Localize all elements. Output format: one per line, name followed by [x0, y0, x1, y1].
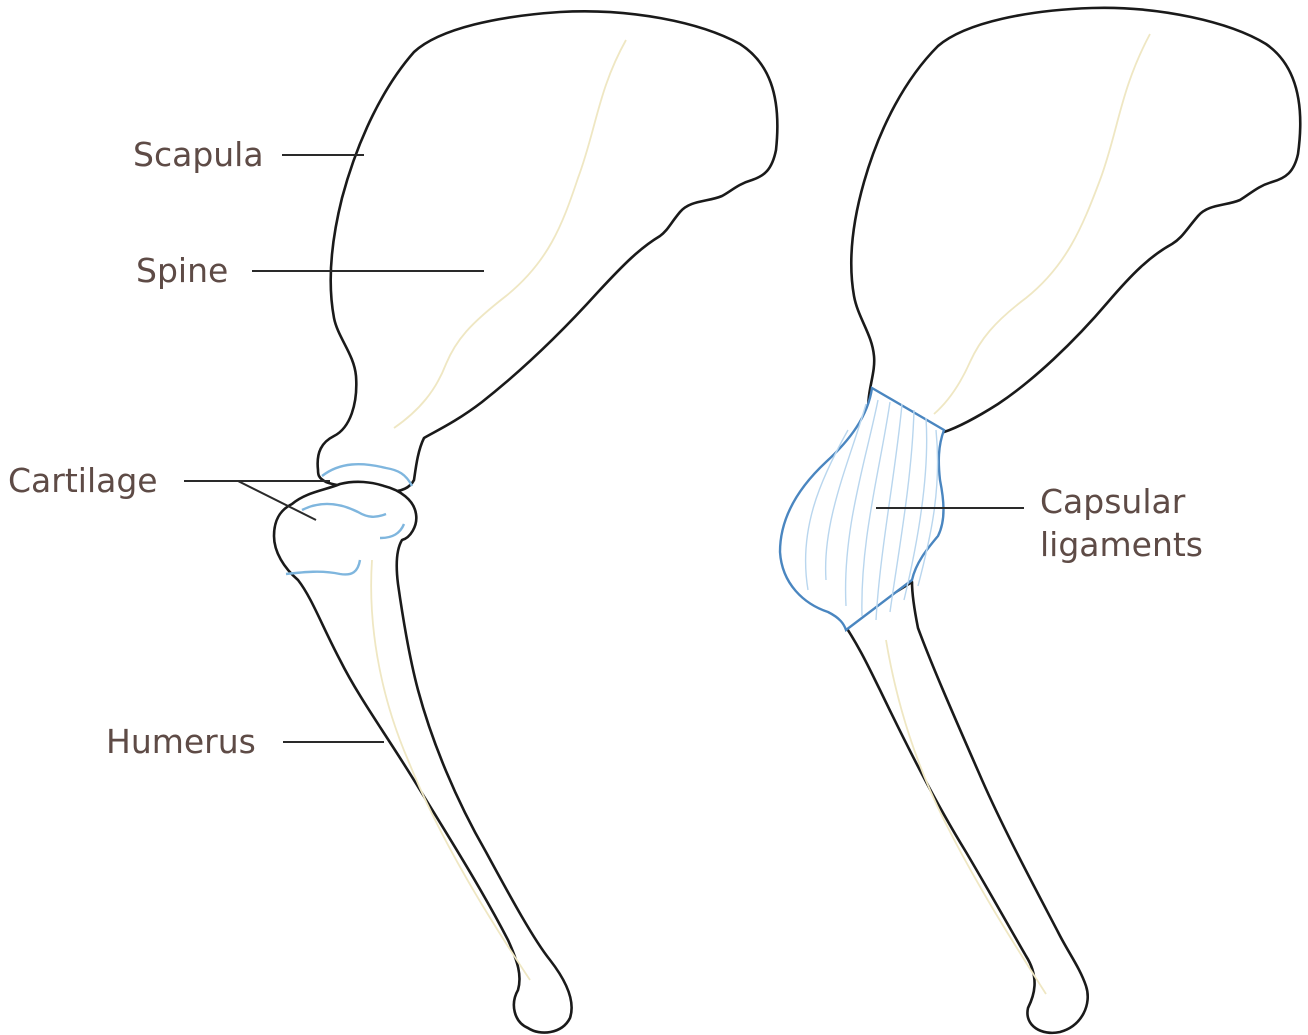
right-scapula: [851, 8, 1300, 432]
label-humerus: Humerus: [106, 722, 256, 761]
right-figure: Capsular ligaments: [780, 8, 1300, 1033]
left-scapula: [318, 11, 778, 492]
label-ligaments: ligaments: [1040, 525, 1203, 564]
label-spine: Spine: [136, 251, 228, 290]
left-humerus: [274, 482, 572, 1033]
label-capsular: Capsular: [1040, 482, 1186, 521]
left-figure: Scapula Spine Cartilage Humerus: [8, 11, 777, 1032]
label-scapula: Scapula: [133, 135, 264, 174]
right-humerus: [844, 582, 1088, 1033]
label-cartilage: Cartilage: [8, 461, 158, 500]
